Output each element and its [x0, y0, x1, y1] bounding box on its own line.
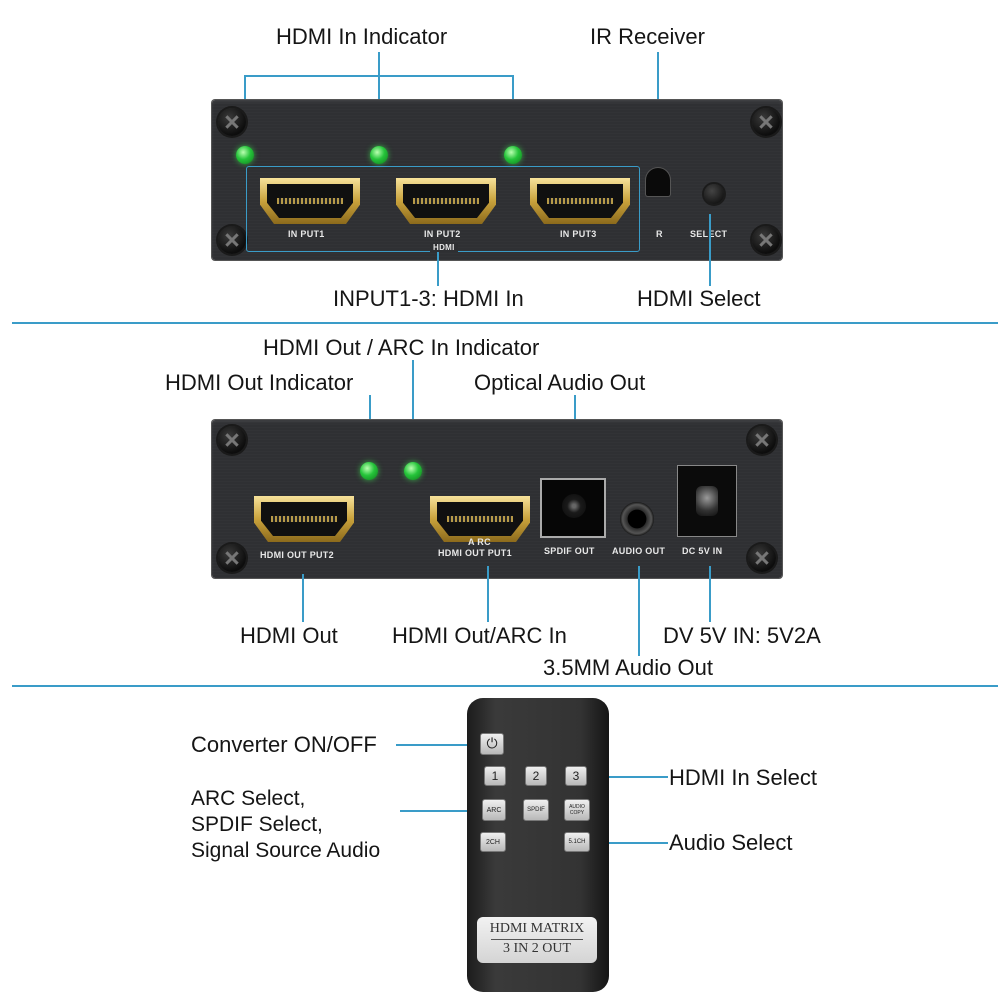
hdmi-in-select-label: HDMI In Select — [669, 765, 817, 790]
audio-jack-icon — [620, 502, 654, 536]
hdmi-in-led-3 — [504, 146, 522, 164]
dc-in-label: DC 5V IN — [682, 546, 723, 556]
front-panel: IN PUT1 IN PUT2 IN PUT3 HDMI R SELECT — [212, 100, 782, 260]
hdmi-group-label: HDMI — [430, 243, 458, 252]
select-label: SELECT — [690, 229, 727, 239]
leader-line — [412, 360, 414, 460]
hdmi-out-label: HDMI Out — [240, 623, 338, 648]
audio-out-35mm-label: 3.5MM Audio Out — [543, 655, 713, 680]
input-3-button[interactable]: 3 — [565, 766, 587, 786]
arc-spdif-source-label: ARC Select, SPDIF Select, Signal Source … — [191, 787, 381, 862]
hdmi-port-input3 — [530, 178, 630, 224]
hdmi-select-label: HDMI Select — [637, 286, 761, 311]
input-1-button[interactable]: 1 — [484, 766, 506, 786]
power-button[interactable]: ⏻ — [480, 733, 504, 755]
hdmi-port-output2 — [254, 496, 354, 542]
screw-icon — [218, 544, 246, 572]
input1-label: IN PUT1 — [288, 229, 325, 239]
leader-line — [400, 810, 476, 812]
leader-line — [592, 776, 668, 778]
hdmi-out-indicator-label: HDMI Out Indicator — [165, 370, 354, 395]
hdmi-in-led-1 — [236, 146, 254, 164]
hdmi-in-indicator-label: HDMI In Indicator — [276, 24, 448, 49]
input-2-button[interactable]: 2 — [525, 766, 547, 786]
screw-icon — [748, 426, 776, 454]
audio-select-label: Audio Select — [669, 830, 793, 855]
hdmi-out-arc-indicator-label: HDMI Out / ARC In Indicator — [263, 335, 540, 360]
ir-window-icon — [646, 168, 670, 196]
hdmi-port-output1 — [430, 496, 530, 542]
spdif-label: SPDIF OUT — [544, 546, 595, 556]
leader-line — [638, 566, 640, 656]
converter-power-label: Converter ON/OFF — [191, 732, 377, 757]
screw-icon — [218, 226, 246, 254]
input2-label: IN PUT2 — [424, 229, 461, 239]
screw-icon — [748, 544, 776, 572]
leader-line — [437, 252, 439, 286]
input-hdmi-in-label: INPUT1-3: HDMI In — [333, 286, 524, 311]
hdmi-in-led-2 — [370, 146, 388, 164]
remote-brand-plaque: HDMI MATRIX 3 IN 2 OUT — [477, 917, 597, 963]
leader-line — [396, 744, 480, 746]
hdmi-out-arc-in-label: HDMI Out/ARC In — [392, 623, 567, 648]
section-divider — [12, 322, 998, 324]
arc-label: A RC — [468, 537, 491, 547]
screw-icon — [752, 108, 780, 136]
rear-panel: HDMI OUT PUT2 A RC HDMI OUT PUT1 SPDIF O… — [212, 420, 782, 578]
section-divider — [12, 685, 998, 687]
screw-icon — [752, 226, 780, 254]
hdmi-port-input2 — [396, 178, 496, 224]
screw-icon — [218, 108, 246, 136]
screw-icon — [218, 426, 246, 454]
hdmi-out-led — [360, 462, 378, 480]
hdmi-port-input1 — [260, 178, 360, 224]
ir-receiver-label: IR Receiver — [590, 24, 705, 49]
leader-line — [709, 566, 711, 622]
brand-line-2: 3 IN 2 OUT — [502, 941, 572, 956]
5-1ch-button[interactable]: 5.1CH — [564, 832, 590, 852]
leader-line — [709, 214, 711, 286]
arc-in-led — [404, 462, 422, 480]
hdmi-select-button[interactable] — [704, 184, 724, 204]
arc-button[interactable]: ARC — [482, 799, 506, 821]
leader-line — [487, 566, 489, 622]
leader-line — [592, 842, 668, 844]
input3-label: IN PUT3 — [560, 229, 597, 239]
leader-line — [244, 75, 514, 77]
leader-line — [302, 574, 304, 622]
optical-port-icon — [542, 480, 604, 536]
output2-label: HDMI OUT PUT2 — [260, 550, 334, 560]
audio-out-label: AUDIO OUT — [612, 546, 666, 556]
spdif-button[interactable]: SPDIF — [523, 799, 549, 821]
leader-line — [378, 52, 380, 147]
ir-label: R — [656, 229, 663, 239]
2ch-button[interactable]: 2CH — [480, 832, 506, 852]
output1-label: HDMI OUT PUT1 — [438, 548, 512, 558]
audio-copy-button[interactable]: AUDIO COPY — [564, 799, 590, 821]
dc-in-spec-label: DV 5V IN: 5V2A — [663, 623, 821, 648]
brand-line-1: HDMI MATRIX — [489, 921, 585, 936]
dc-jack-icon — [678, 466, 736, 536]
optical-audio-out-label: Optical Audio Out — [474, 370, 646, 395]
